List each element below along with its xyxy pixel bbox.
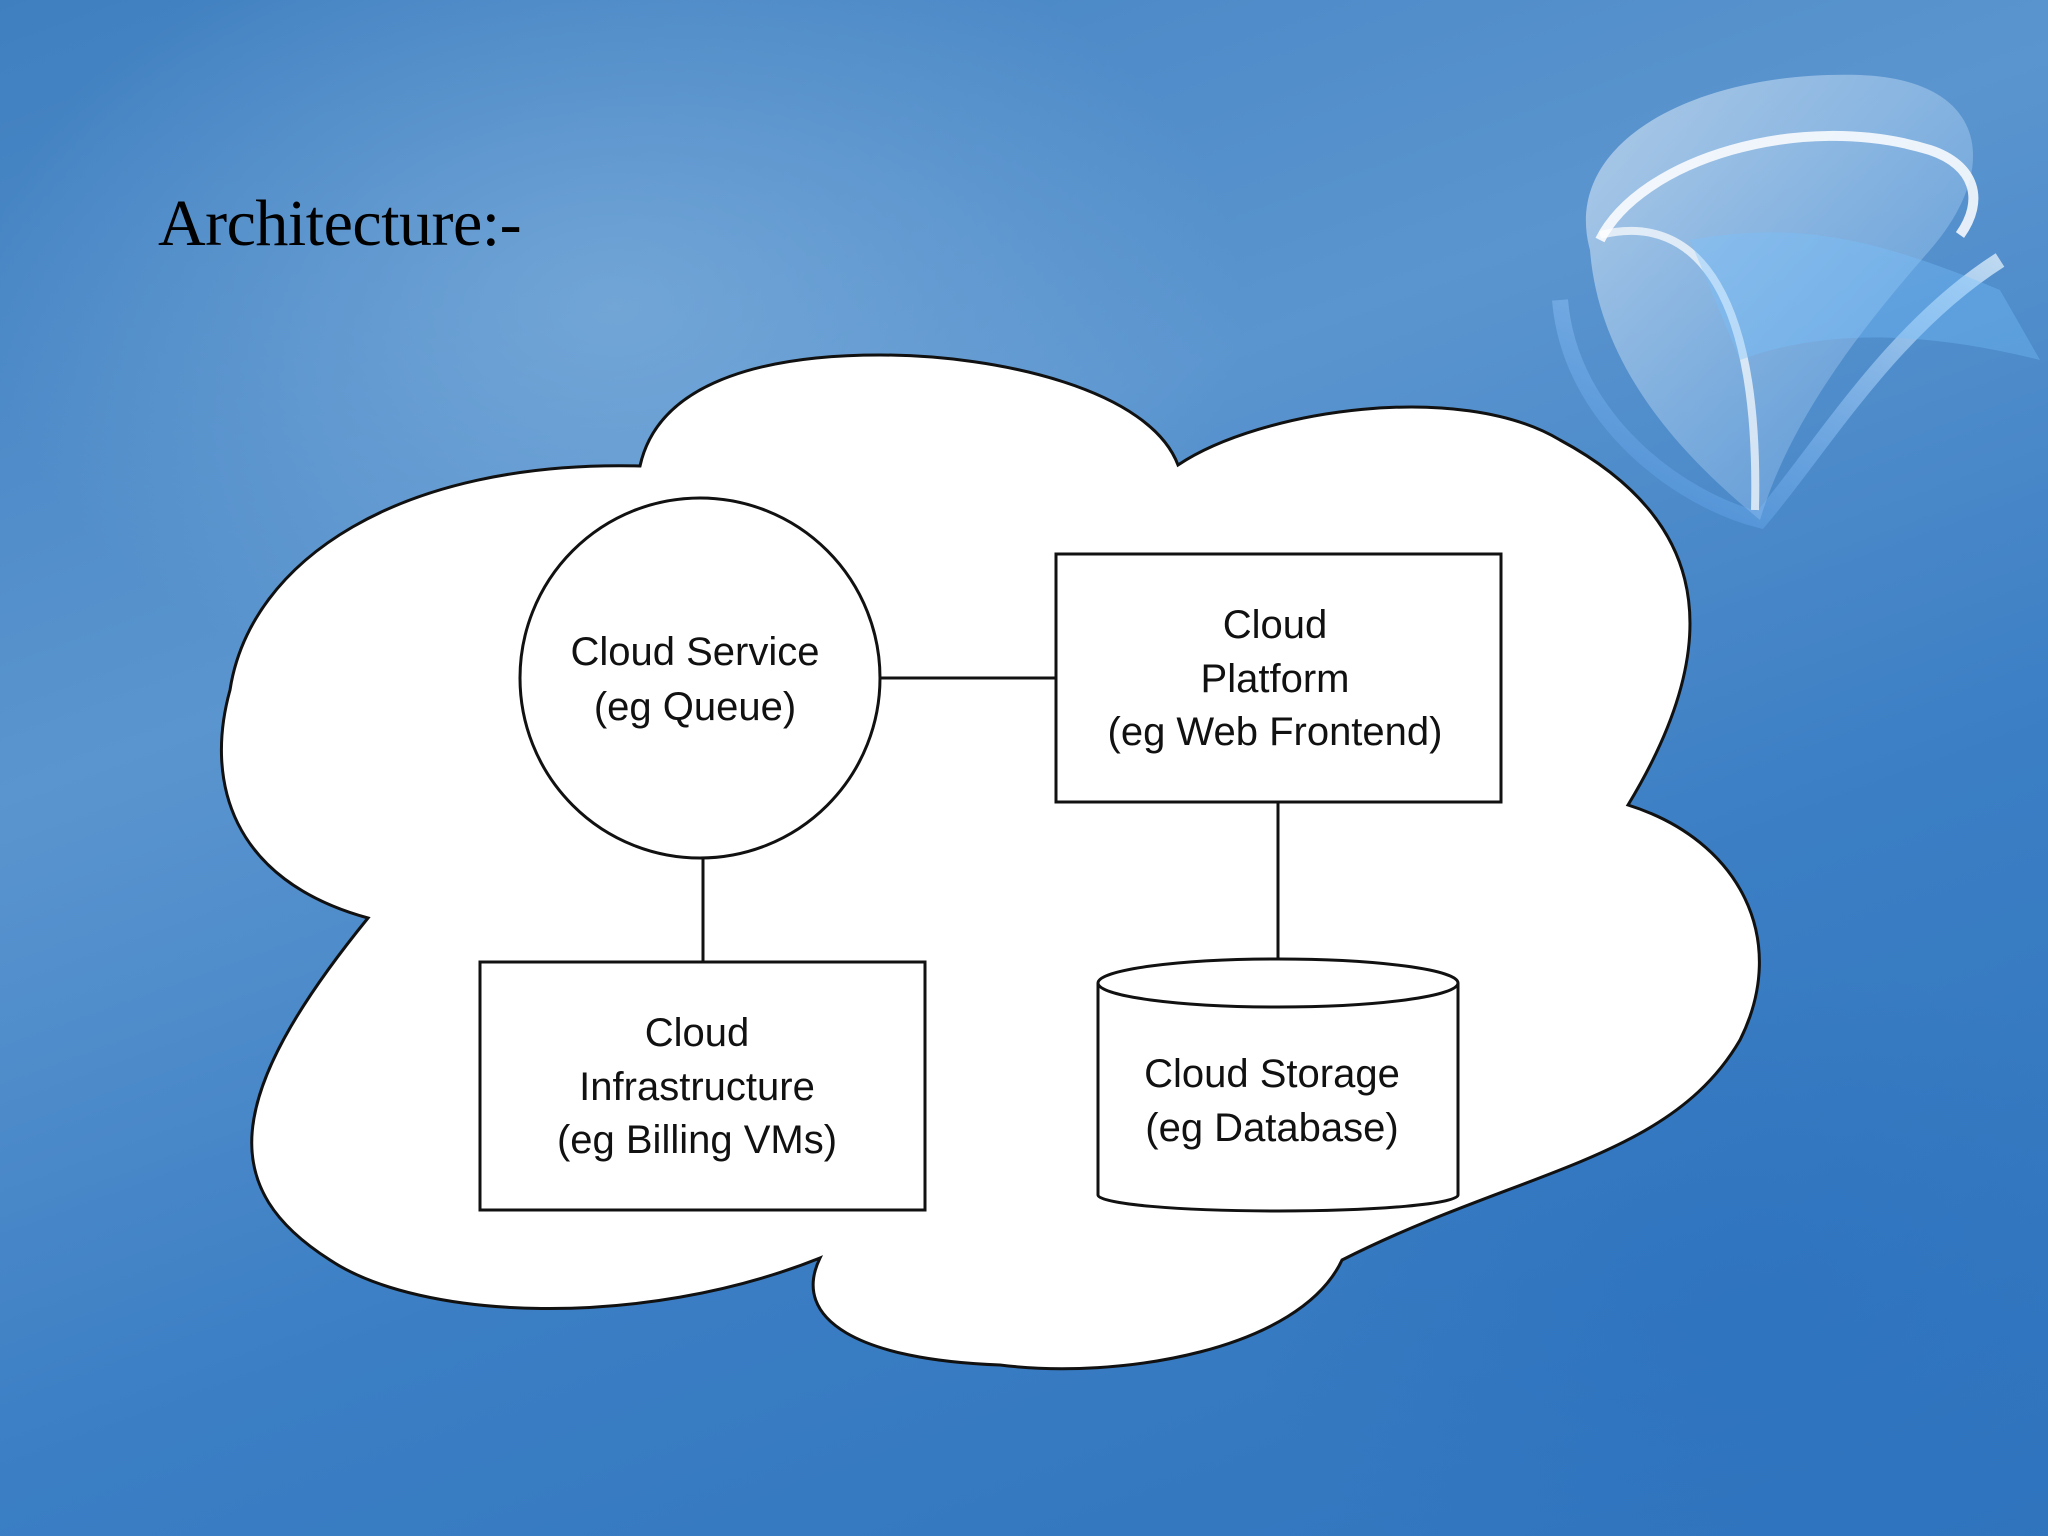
cloud-service-circle [518,496,882,860]
cloud-platform-box [1054,552,1503,804]
node-cloud-service: Cloud Service (eg Queue) [518,496,882,860]
cloud-infrastructure-label-1: Cloud [645,1011,750,1055]
slide-title: Architecture:- [158,187,522,260]
cloud-platform-label-1: Cloud [1223,603,1328,647]
node-cloud-infrastructure: Cloud Infrastructure (eg Billing VMs) [478,960,927,1212]
cloud-shape [219,353,1761,1371]
cloud-storage-cylinder [1096,983,1460,1213]
cloud-platform-example: (eg Web Frontend) [1108,710,1443,754]
cloud-storage-cylinder-top [1096,957,1460,1009]
cloud-storage-label: Cloud Storage [1144,1052,1400,1096]
node-cloud-platform: Cloud Platform (eg Web Frontend) [1054,552,1503,804]
cloud-infrastructure-label-2: Infrastructure [579,1065,815,1109]
cloud-infrastructure-box [478,960,927,1212]
cloud-platform-label-2: Platform [1201,657,1350,701]
swirl-logo-icon [1552,74,2040,529]
cloud-storage-example: (eg Database) [1145,1106,1398,1150]
cloud-service-label: Cloud Service [570,630,819,674]
node-cloud-storage: Cloud Storage (eg Database) [1096,957,1460,1213]
cloud-service-example: (eg Queue) [594,685,796,729]
cloud-infrastructure-example: (eg Billing VMs) [557,1118,837,1162]
